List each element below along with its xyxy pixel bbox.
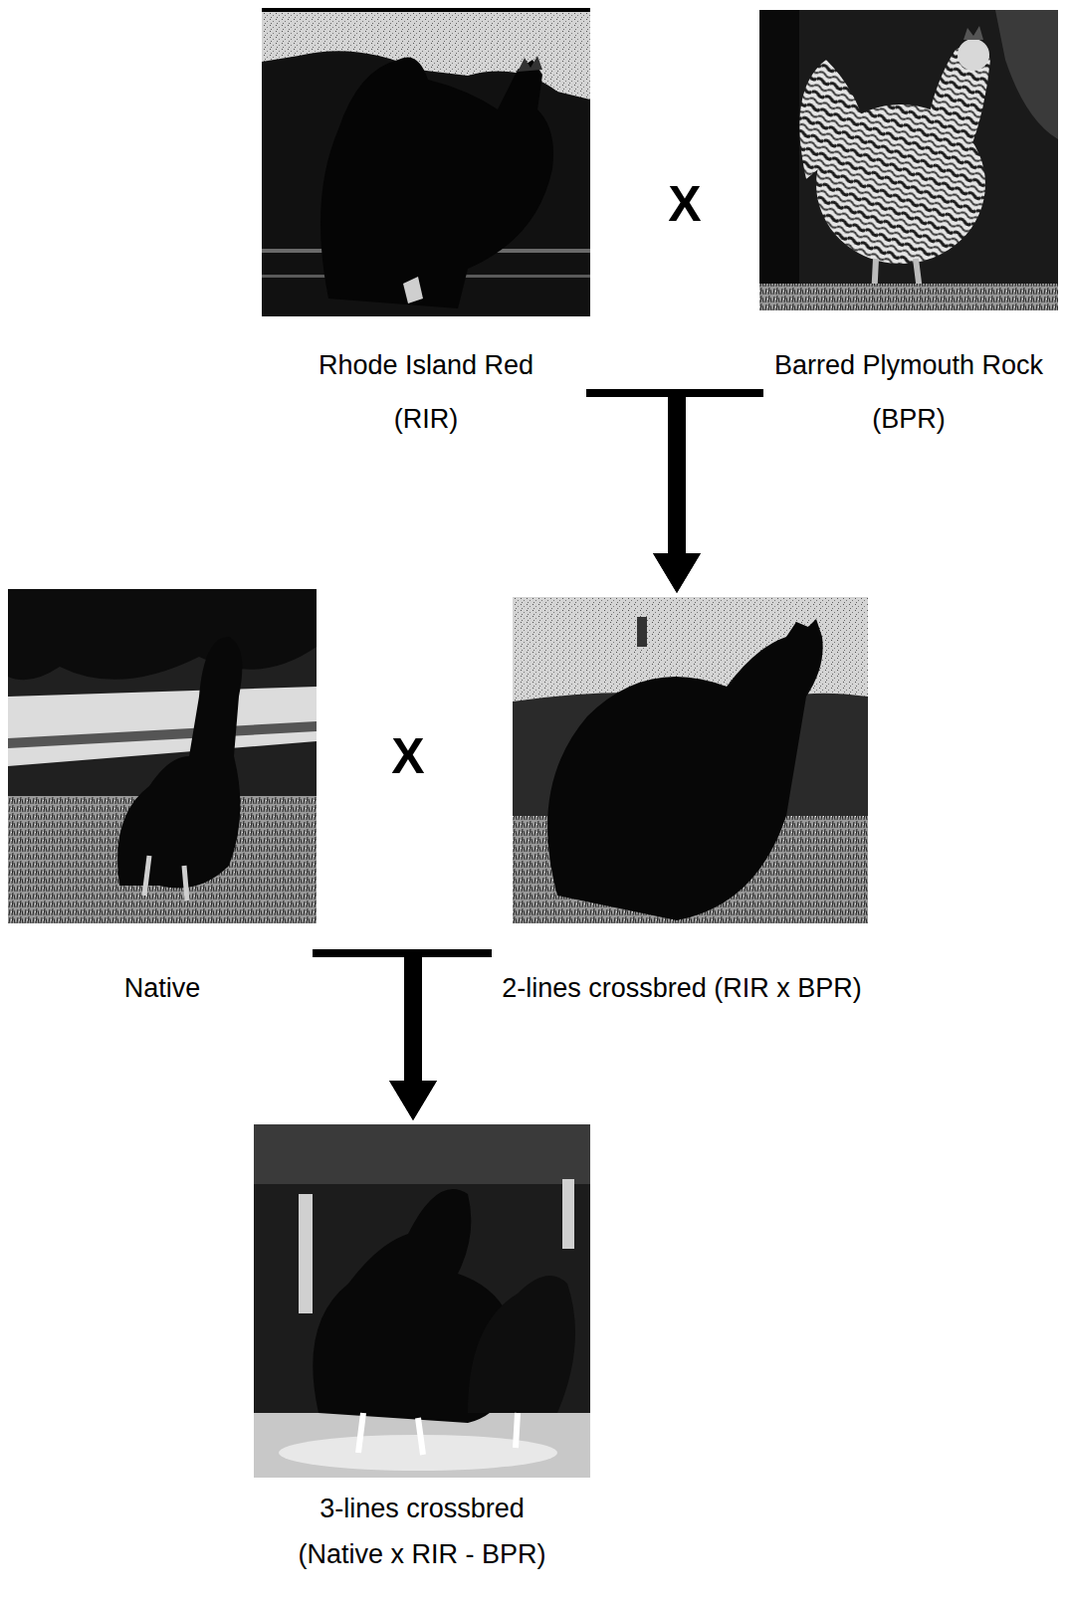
cross-sign: X bbox=[391, 731, 425, 782]
feeder-line bbox=[316, 949, 414, 958]
photo-node: 2-lines crossbred (RIR x BPR) bbox=[487, 597, 876, 1014]
photo-frame bbox=[759, 9, 1059, 311]
cross-arrow bbox=[389, 949, 488, 1121]
feeder-line bbox=[676, 389, 760, 398]
photo-frame bbox=[487, 597, 876, 924]
photo-caption: Barred Plymouth Rock (BPR) bbox=[759, 338, 1059, 446]
arrow-head bbox=[652, 553, 701, 594]
photo-node: Native bbox=[7, 589, 317, 1014]
photo-caption: 3-lines crossbred (Native x RIR - BPR) bbox=[277, 1486, 567, 1578]
cross-arrow bbox=[652, 389, 760, 594]
arrow-head bbox=[389, 1080, 437, 1121]
arrow-shaft bbox=[667, 389, 686, 556]
feeder-line bbox=[413, 949, 488, 958]
photo-frame bbox=[7, 589, 317, 924]
feeder-line bbox=[590, 389, 677, 398]
photo-caption: Native bbox=[12, 963, 312, 1014]
bpr-photo bbox=[759, 9, 1059, 311]
crossbred-3-photo bbox=[253, 1124, 591, 1479]
photo-node: Rhode Island Red (RIR) bbox=[261, 7, 591, 446]
cross-arrow bbox=[316, 949, 437, 1121]
arrow-shaft bbox=[404, 949, 423, 1083]
cross-sign: X bbox=[667, 179, 701, 229]
photo-caption: 2-lines crossbred (RIR x BPR) bbox=[487, 963, 876, 1014]
photo-node: 3-lines crossbred (Native x RIR - BPR) bbox=[253, 1124, 591, 1578]
photo-frame bbox=[261, 7, 591, 317]
cross-arrow bbox=[590, 389, 701, 594]
crossbred-2-photo bbox=[512, 597, 868, 924]
photo-caption: Rhode Island Red (RIR) bbox=[301, 338, 551, 446]
arrow-head bbox=[652, 553, 701, 594]
photo-node: Barred Plymouth Rock (BPR) bbox=[759, 9, 1059, 446]
arrow-shaft bbox=[404, 949, 423, 1083]
native-photo bbox=[7, 589, 317, 924]
arrow-shaft bbox=[667, 389, 686, 556]
arrow-head bbox=[389, 1080, 437, 1121]
photo-frame bbox=[253, 1124, 591, 1479]
rir-photo bbox=[261, 7, 591, 317]
